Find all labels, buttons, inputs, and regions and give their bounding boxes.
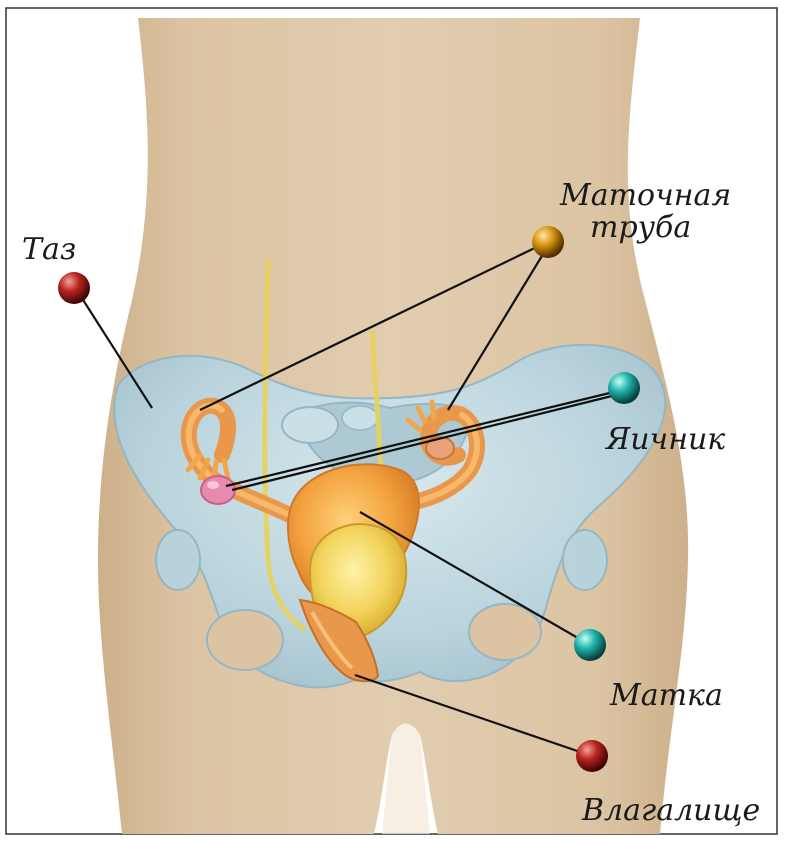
label-fallopian-tube: Маточная труба [560, 180, 731, 244]
label-pelvis: Таз [22, 234, 76, 266]
left-ovary [201, 476, 235, 504]
vagina-marker [576, 740, 608, 772]
label-ovary: Яичник [606, 424, 725, 456]
label-uterus: Матка [610, 680, 723, 712]
ovary-marker [608, 372, 640, 404]
pelvis-marker [58, 272, 90, 304]
uterus-marker [574, 629, 606, 661]
label-fallopian-tube-line2: труба [560, 212, 731, 244]
label-vagina: Влагалище [582, 795, 760, 827]
label-fallopian-tube-line1: Маточная [560, 180, 731, 212]
